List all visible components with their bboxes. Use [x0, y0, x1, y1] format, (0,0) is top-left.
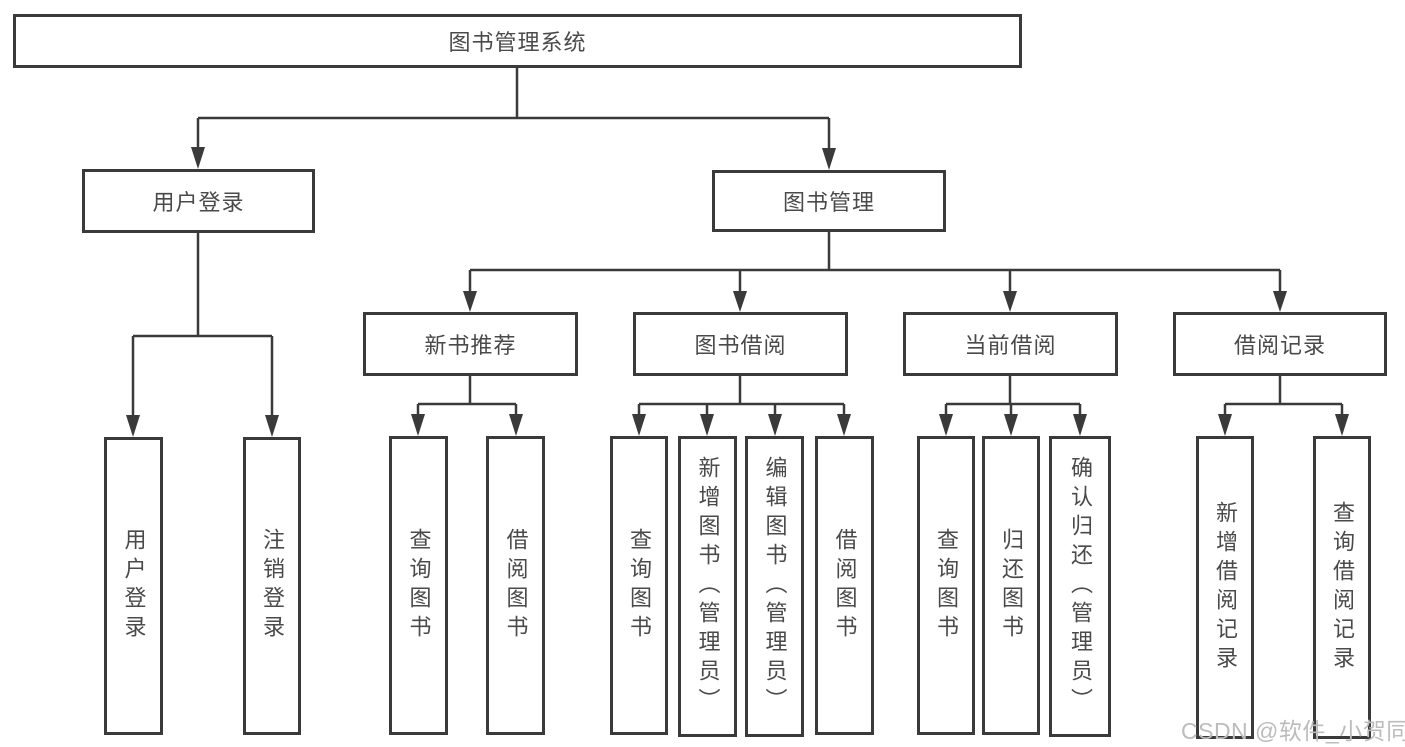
arrowhead: [632, 414, 646, 436]
leaf-borrow-edit-label: 编辑图书（管理员）: [762, 456, 788, 717]
connector-book-borrow-children: [632, 376, 851, 436]
leaf-borrow-borrow-label: 借阅图书: [832, 527, 858, 644]
arrowhead: [509, 414, 523, 436]
node-book-management-label: 图书管理: [782, 190, 875, 215]
arrowhead: [463, 291, 477, 312]
leaf-current-return: 归还图书: [982, 436, 1040, 735]
leaf-records-query-label: 查询借阅记录: [1330, 500, 1355, 675]
leaf-records-add-label: 新增借阅记录: [1213, 500, 1238, 675]
arrowhead: [1273, 291, 1287, 312]
node-book-borrow: 图书借阅: [633, 312, 848, 376]
leaf-user-login: 用户登录: [104, 437, 163, 735]
leaf-logout: 注销登录: [243, 437, 301, 735]
node-root: 图书管理系统: [13, 14, 1022, 68]
node-new-book-recommend: 新书推荐: [363, 312, 578, 376]
arrowhead: [1003, 291, 1017, 312]
arrowhead: [265, 415, 279, 437]
leaf-records-query: 查询借阅记录: [1313, 436, 1371, 739]
leaf-logout-label: 注销登录: [260, 528, 285, 644]
connector-root-to-level2: [191, 68, 836, 170]
arrowhead: [768, 414, 782, 436]
connector-new-book-children: [411, 376, 523, 436]
connector-borrow-records-children: [1218, 376, 1349, 436]
leaf-borrow-query-label: 查询图书: [627, 527, 652, 644]
arrowhead: [191, 147, 205, 169]
leaf-borrow-add: 新增图书（管理员）: [678, 436, 737, 737]
leaf-current-return-label: 归还图书: [999, 527, 1024, 644]
leaf-current-confirm-label: 确认归还（管理员）: [1068, 456, 1093, 717]
node-root-label: 图书管理系统: [448, 30, 587, 55]
leaf-newbook-borrow-label: 借阅图书: [503, 527, 529, 644]
node-current-borrow-label: 当前借阅: [964, 333, 1057, 358]
leaf-current-confirm: 确认归还（管理员）: [1049, 436, 1111, 737]
leaf-user-login-label: 用户登录: [121, 528, 147, 644]
arrowhead: [837, 414, 851, 436]
leaf-records-add: 新增借阅记录: [1196, 436, 1254, 739]
node-current-borrow: 当前借阅: [903, 312, 1118, 376]
watermark: CSDN @软件_小贺同学: [1181, 718, 1405, 744]
connector-user-login-children: [126, 233, 279, 437]
node-book-management: 图书管理: [712, 170, 946, 232]
node-borrow-records-label: 借阅记录: [1233, 333, 1326, 358]
leaf-newbook-query: 查询图书: [389, 436, 448, 735]
leaf-borrow-query: 查询图书: [610, 436, 668, 735]
leaf-current-query: 查询图书: [917, 436, 975, 735]
leaf-borrow-add-label: 新增图书（管理员）: [695, 456, 721, 717]
arrowhead: [411, 414, 425, 436]
arrowhead: [1073, 414, 1087, 436]
leaf-borrow-borrow: 借阅图书: [815, 436, 874, 735]
node-user-login-label: 用户登录: [152, 190, 245, 215]
arrowhead: [1218, 414, 1232, 436]
node-user-login: 用户登录: [82, 169, 315, 233]
leaf-borrow-edit: 编辑图书（管理员）: [745, 436, 804, 737]
connector-current-borrow-children: [939, 376, 1087, 436]
leaf-newbook-borrow: 借阅图书: [486, 436, 545, 735]
arrowhead: [700, 414, 714, 436]
leaf-current-query-label: 查询图书: [934, 527, 959, 644]
node-book-borrow-label: 图书借阅: [694, 333, 787, 358]
arrowhead: [733, 291, 747, 312]
node-new-book-recommend-label: 新书推荐: [424, 333, 517, 358]
arrowhead: [822, 148, 836, 170]
arrowhead: [126, 415, 140, 437]
arrowhead: [1335, 414, 1349, 436]
node-borrow-records: 借阅记录: [1173, 312, 1387, 376]
arrowhead: [939, 414, 953, 436]
leaf-newbook-query-label: 查询图书: [406, 527, 432, 644]
connector-book-management-sections: [463, 232, 1287, 312]
arrowhead: [1004, 414, 1018, 436]
